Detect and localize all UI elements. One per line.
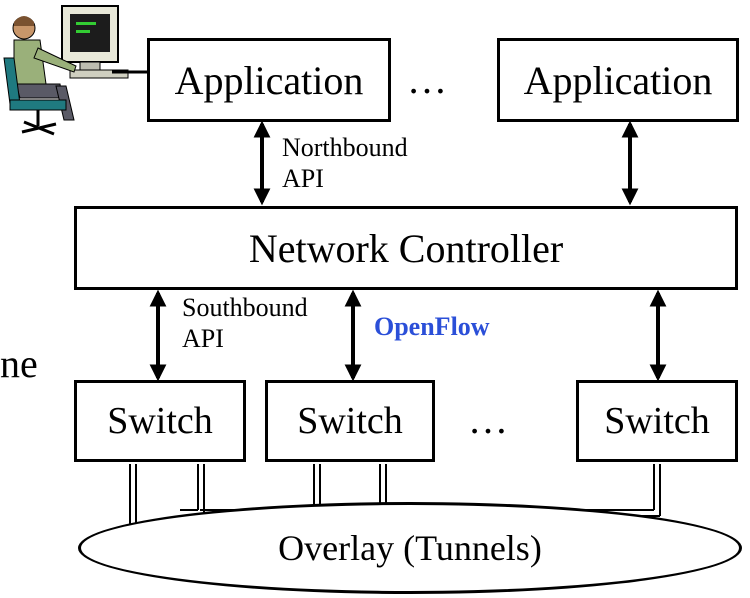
overlay-tunnels-ellipse: Overlay (Tunnels) — [78, 502, 742, 594]
application-box-1: Application — [147, 38, 391, 122]
northbound-line1: Northbound — [282, 133, 408, 162]
southbound-api-label: Southbound API — [182, 292, 308, 354]
application-label-2: Application — [523, 57, 713, 103]
switch-label-3: Switch — [604, 400, 710, 442]
switch-box-3: Switch — [576, 380, 738, 462]
applications-ellipsis: … — [407, 57, 449, 102]
openflow-label: OpenFlow — [374, 312, 490, 341]
switch-box-2: Switch — [265, 380, 435, 462]
user-at-computer-icon — [3, 5, 148, 136]
overlay-label: Overlay (Tunnels) — [278, 528, 542, 568]
switch-label-2: Switch — [297, 400, 403, 442]
switch-label-1: Switch — [107, 400, 213, 442]
northbound-line2: API — [282, 164, 324, 193]
northbound-api-label: Northbound API — [282, 132, 408, 194]
switch-box-1: Switch — [74, 380, 246, 462]
switches-ellipsis: … — [468, 397, 510, 442]
network-controller-box: Network Controller — [74, 206, 738, 290]
southbound-line2: API — [182, 324, 224, 353]
clipped-text: ne — [0, 341, 38, 386]
application-label-1: Application — [174, 57, 364, 103]
network-controller-label: Network Controller — [248, 225, 564, 271]
application-box-2: Application — [497, 38, 739, 122]
southbound-line1: Southbound — [182, 293, 308, 322]
